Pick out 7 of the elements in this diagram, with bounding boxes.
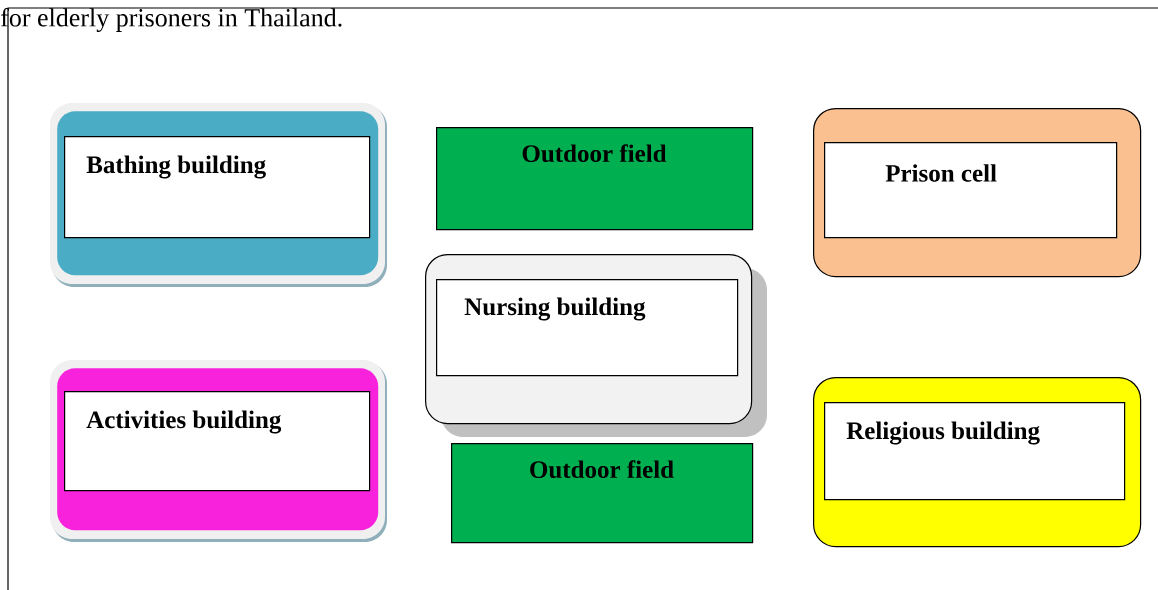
label-box: Activities building — [64, 391, 371, 492]
label-box: Outdoor field — [436, 127, 754, 231]
label-box: Outdoor field — [451, 443, 754, 544]
label-box: Nursing building — [436, 279, 739, 377]
label-box: Religious building — [824, 402, 1126, 501]
label-box: Bathing building — [64, 136, 371, 239]
label-box: Prison cell — [824, 142, 1118, 239]
